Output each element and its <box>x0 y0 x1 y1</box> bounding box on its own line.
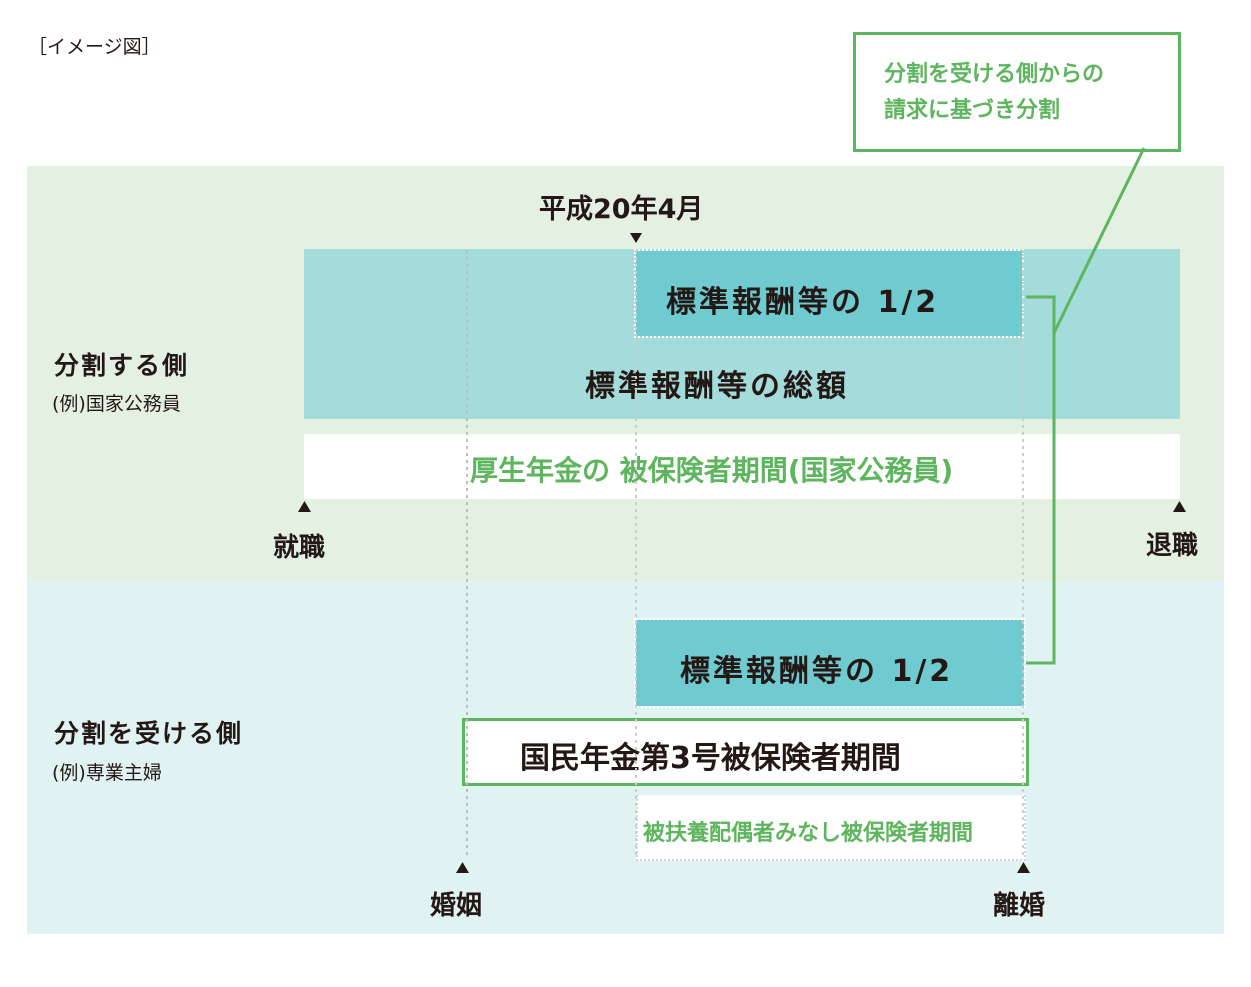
callout-line-1: 分割を受ける側からの <box>884 62 1105 87</box>
callout-box <box>853 32 1181 152</box>
callout-line-2: 請求に基づき分割 <box>884 98 1061 123</box>
split-half-bar-top <box>634 249 1024 338</box>
marriage-triangle <box>456 862 469 873</box>
deemed-insured-period-label: 被扶養配偶者みなし被保険者期間 <box>643 821 974 846</box>
start-employment-label: 就職 <box>273 533 326 563</box>
split-half-label-top: 標準報酬等の 1/2 <box>666 285 940 320</box>
employee-pension-period-label: 厚生年金の 被保険者期間(国家公務員) <box>470 454 954 487</box>
split-half-bar-bottom <box>634 618 1026 708</box>
callout-text: 分割を受ける側からの 請求に基づき分割 <box>884 57 1104 129</box>
split-half-label-bottom: 標準報酬等の 1/2 <box>680 654 954 689</box>
retirement-label: 退職 <box>1146 531 1199 561</box>
employee-pension-period-bar <box>304 434 1180 499</box>
splitting-side-example: (例)国家公務員 <box>52 393 181 415</box>
divorce-triangle <box>1017 862 1030 873</box>
start-employment-triangle <box>298 501 311 512</box>
divorce-label: 離婚 <box>993 891 1046 921</box>
date-marker-triangle <box>630 233 642 243</box>
national-pension-period-box <box>462 718 1029 786</box>
retirement-triangle <box>1173 501 1186 512</box>
receiving-side-example: (例)専業主婦 <box>52 762 162 784</box>
splitting-side-title: 分割する側 <box>54 351 190 380</box>
callout-pointer <box>1052 147 1146 334</box>
receiving-side-title: 分割を受ける側 <box>54 719 244 748</box>
national-pension-period-label: 国民年金第3号被保険者期間 <box>520 741 901 776</box>
figure-caption: ［イメージ図］ <box>28 36 161 58</box>
deemed-insured-period-box <box>636 795 1026 861</box>
split-bracket <box>1026 295 1056 665</box>
marriage-label: 婚姻 <box>430 891 483 921</box>
date-marker-label: 平成20年4月 <box>539 194 704 225</box>
total-remuneration-label: 標準報酬等の総額 <box>585 369 849 404</box>
